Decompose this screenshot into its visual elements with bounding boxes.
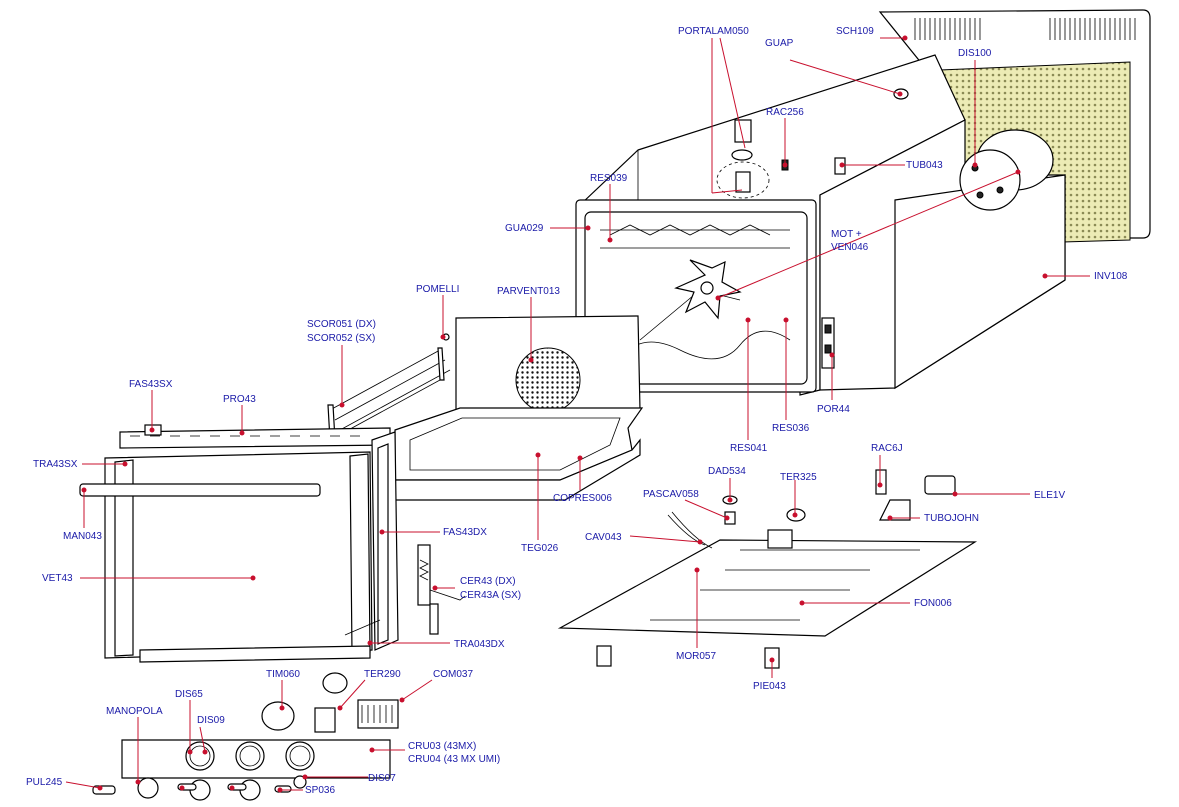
- oven-door: [79, 424, 399, 663]
- label-scor051: SCOR051 (DX): [307, 319, 376, 330]
- label-res039: RES039: [590, 173, 628, 184]
- label-fas43dx: FAS43DX: [443, 527, 487, 538]
- label-copres006: COPRES006: [553, 493, 612, 504]
- label-teg026: TEG026: [521, 543, 559, 554]
- label-pomelli: POMELLI: [416, 284, 459, 295]
- label-tra43sx: TRA43SX: [33, 459, 78, 470]
- label-cer43asx: CER43A (SX): [460, 590, 521, 601]
- tray-teg026: [394, 407, 644, 501]
- label-ter290: TER290: [364, 669, 401, 680]
- label-tub043: TUB043: [906, 160, 943, 171]
- valve-ele1v: [875, 469, 956, 521]
- label-dis07: DIS07: [368, 773, 396, 784]
- label-tra043dx: TRA043DX: [454, 639, 505, 650]
- label-res041: RES041: [730, 443, 768, 454]
- convection-fan-blade: [674, 259, 742, 320]
- label-com037: COM037: [433, 669, 473, 680]
- part-labels: PORTALAM050 GUAP SCH109 DIS100 RAC256 TU…: [26, 26, 1128, 796]
- label-pro43: PRO43: [223, 394, 256, 405]
- leaders: [65, 35, 1090, 793]
- label-dis65: DIS65: [175, 689, 203, 700]
- label-fon006: FON006: [914, 598, 952, 609]
- baffle-parvent013: [455, 315, 641, 413]
- label-manopola: MANOPOLA: [106, 706, 163, 717]
- label-guap: GUAP: [765, 38, 794, 49]
- label-rac6j: RAC6J: [871, 443, 903, 454]
- label-cru04: CRU04 (43 MX UMI): [408, 754, 500, 765]
- label-por44: POR44: [817, 404, 850, 415]
- label-fas43sx: FAS43SX: [129, 379, 173, 390]
- label-scor052: SCOR052 (SX): [307, 333, 375, 344]
- control-panel-cru03: [92, 739, 391, 801]
- label-parvent013: PARVENT013: [497, 286, 560, 297]
- label-dad534: DAD534: [708, 466, 746, 477]
- label-res036: RES036: [772, 423, 810, 434]
- label-mor057: MOR057: [676, 651, 716, 662]
- components-group: [261, 619, 399, 733]
- label-portalam050: PORTALAM050: [678, 26, 749, 37]
- label-ele1v: ELE1V: [1034, 490, 1065, 501]
- label-mot: MOT +: [831, 229, 862, 240]
- label-gua029: GUA029: [505, 223, 544, 234]
- label-rac256: RAC256: [766, 107, 804, 118]
- base-fon006: [557, 539, 978, 669]
- label-pul245: PUL245: [26, 777, 63, 788]
- label-vet43: VET43: [42, 573, 73, 584]
- label-man043: MAN043: [63, 531, 102, 542]
- label-cav043: CAV043: [585, 532, 622, 543]
- label-pascav058: PASCAV058: [643, 489, 699, 500]
- hinge-cer43: [417, 544, 466, 635]
- label-sp036: SP036: [305, 785, 335, 796]
- label-cru03: CRU03 (43MX): [408, 741, 476, 752]
- label-ter325: TER325: [780, 472, 817, 483]
- label-pie043: PIE043: [753, 681, 786, 692]
- label-tim060: TIM060: [266, 669, 300, 680]
- label-dis100: DIS100: [958, 48, 992, 59]
- label-dis09: DIS09: [197, 715, 225, 726]
- label-tubojohn: TUBOJOHN: [924, 513, 979, 524]
- label-ven046: VEN046: [831, 242, 869, 253]
- lamp-holder-portalam050: [716, 119, 770, 199]
- label-sch109: SCH109: [836, 26, 874, 37]
- label-cer43dx: CER43 (DX): [460, 576, 516, 587]
- label-inv108: INV108: [1094, 271, 1128, 282]
